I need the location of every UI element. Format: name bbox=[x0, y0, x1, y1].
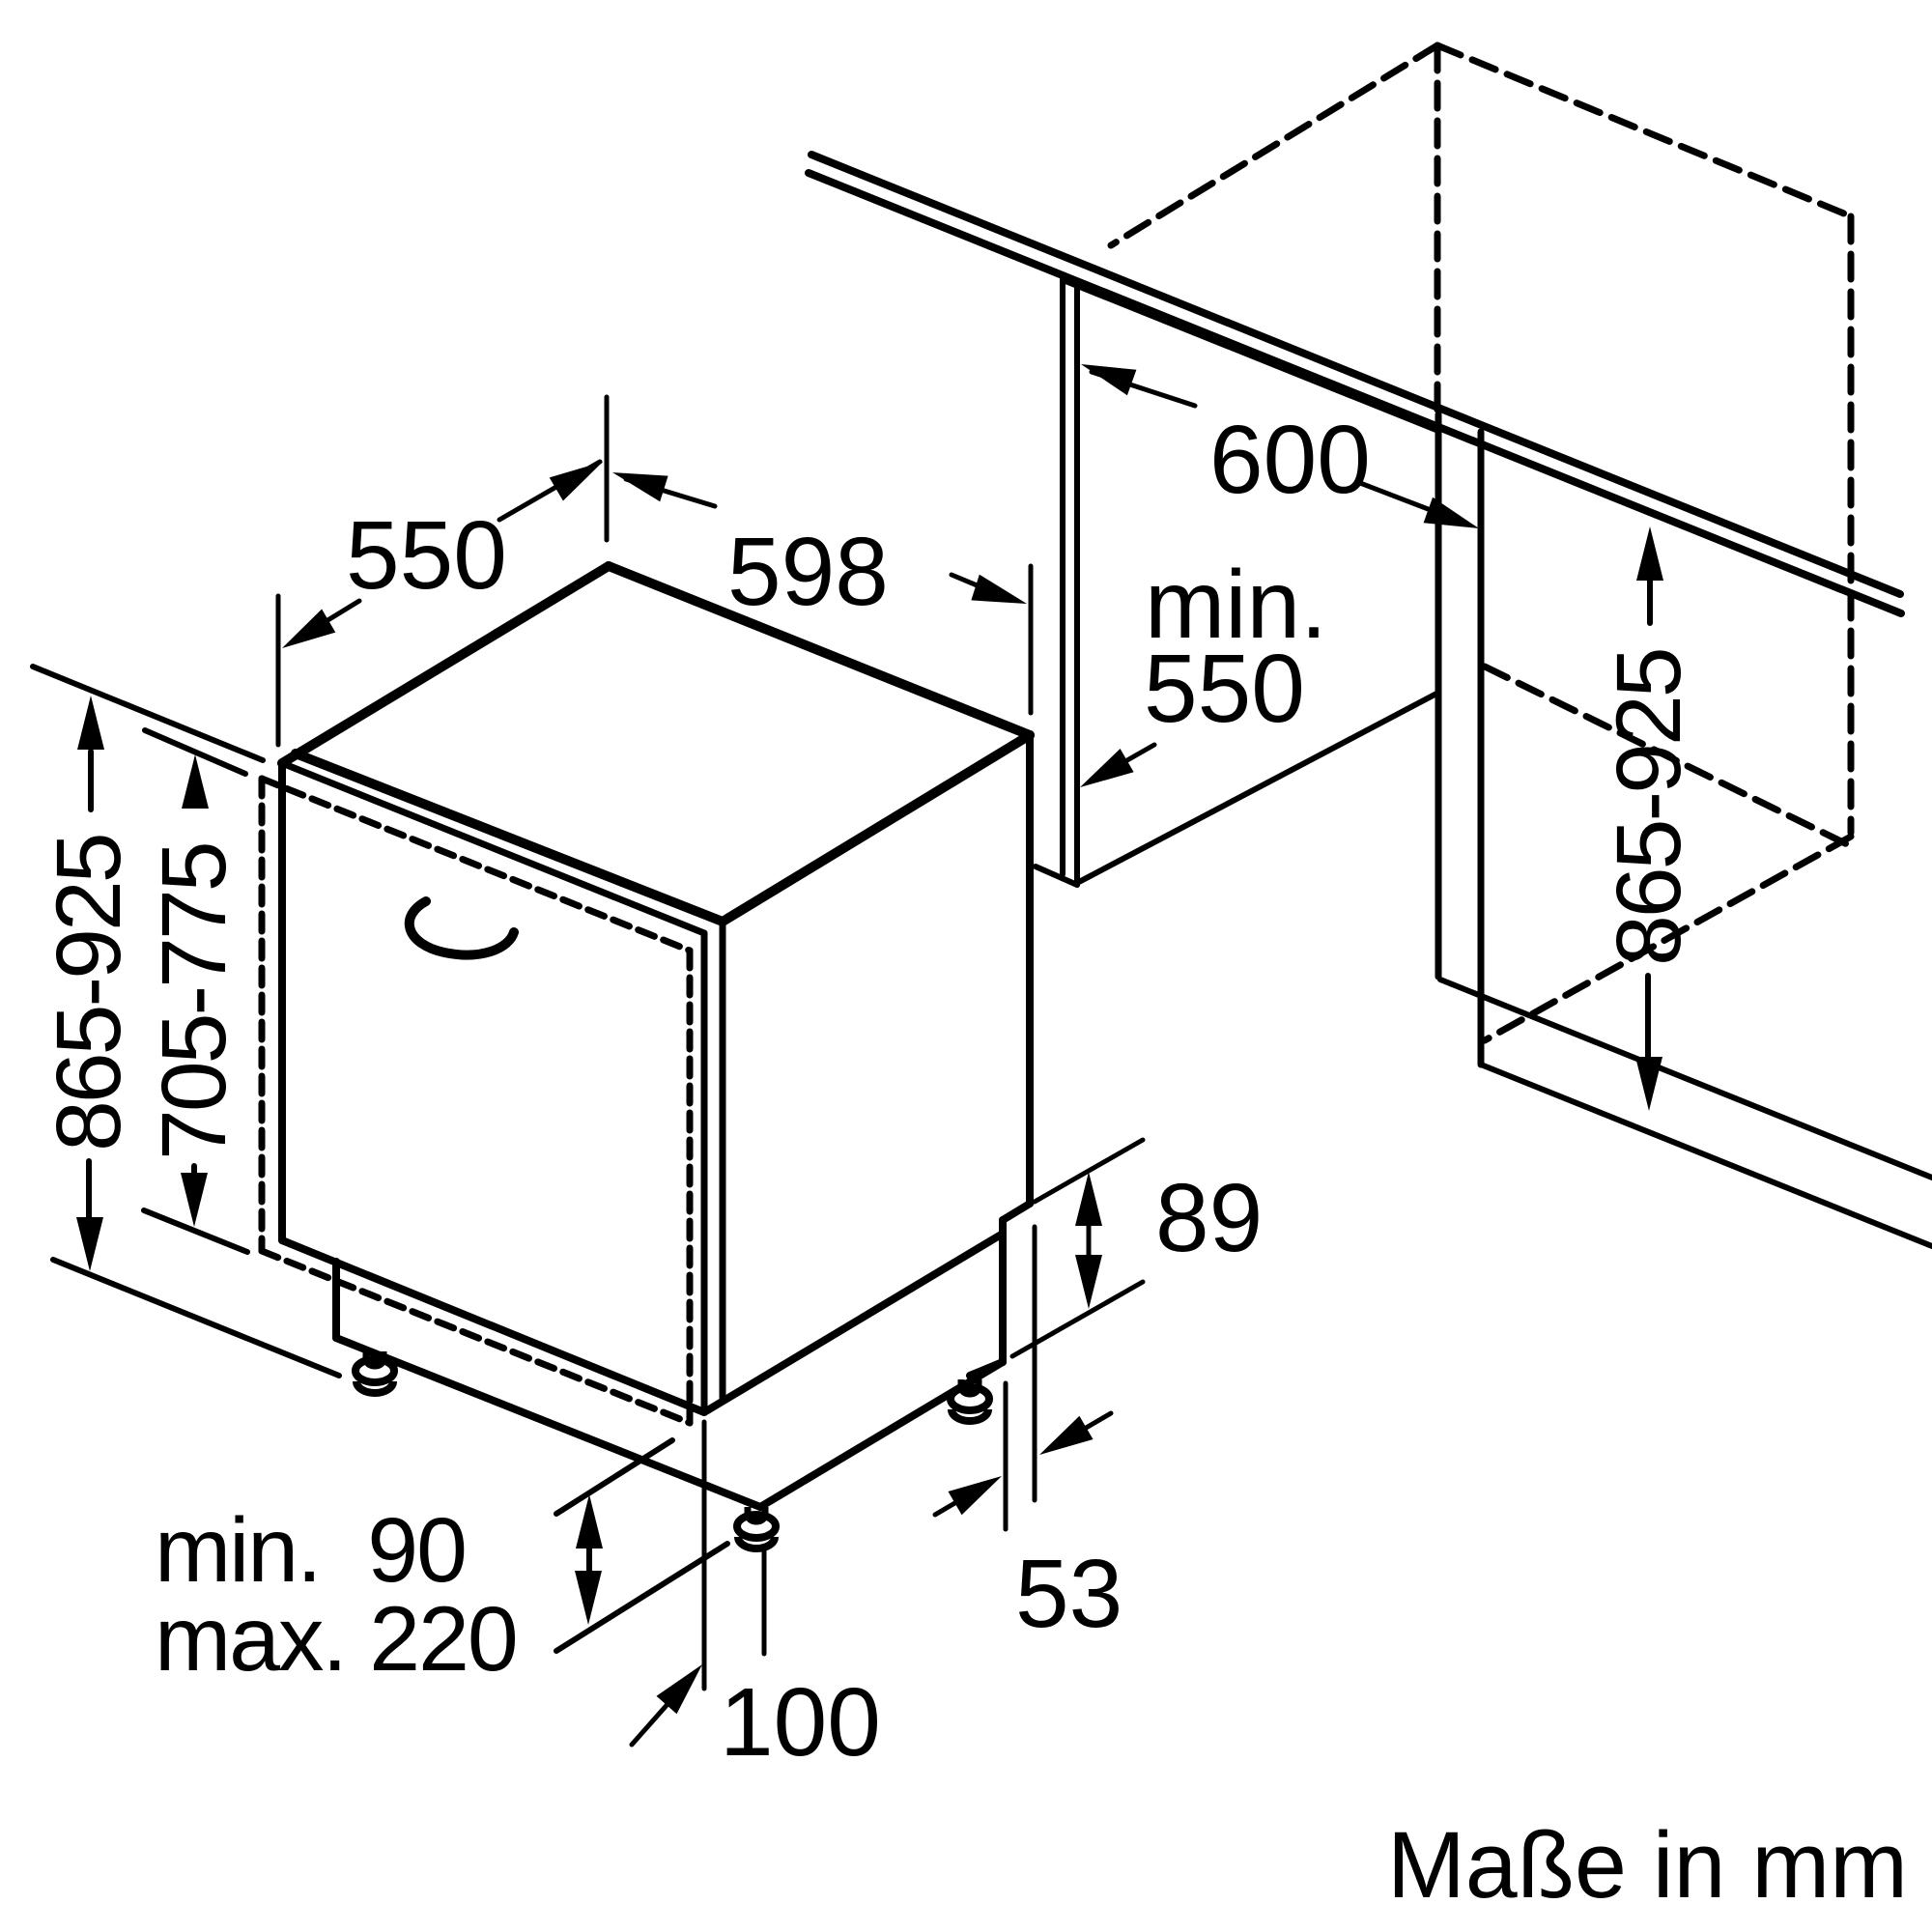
svg-text:865-925: 865-925 bbox=[1598, 649, 1700, 966]
svg-text:865-925: 865-925 bbox=[38, 835, 140, 1151]
svg-text:550: 550 bbox=[1144, 635, 1305, 743]
svg-text:100: 100 bbox=[720, 1668, 881, 1776]
svg-text:705-775: 705-775 bbox=[143, 843, 245, 1160]
svg-text:min. 90: min. 90 bbox=[155, 1499, 466, 1602]
svg-text:max. 220: max. 220 bbox=[155, 1588, 517, 1690]
svg-text:53: 53 bbox=[1015, 1540, 1122, 1648]
svg-text:600: 600 bbox=[1209, 406, 1371, 514]
svg-text:Maße in mm: Maße in mm bbox=[1387, 1812, 1908, 1918]
svg-text:598: 598 bbox=[727, 518, 889, 626]
svg-text:89: 89 bbox=[1155, 1164, 1263, 1272]
svg-text:550: 550 bbox=[346, 501, 507, 610]
svg-text:min.: min. bbox=[1145, 551, 1327, 659]
